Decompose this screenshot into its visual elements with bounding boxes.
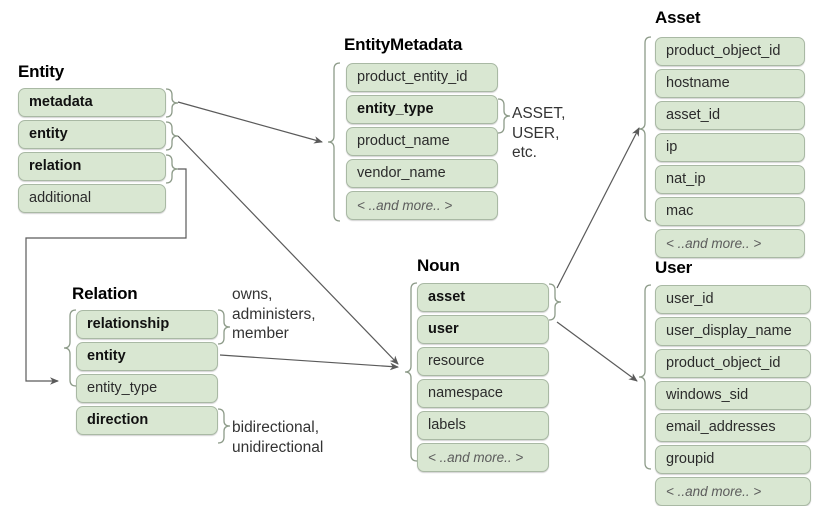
field-user-user-id[interactable]: user_id	[655, 285, 811, 314]
field-asset-asset-id[interactable]: asset_id	[655, 101, 805, 130]
field-entity-relation[interactable]: relation	[18, 152, 166, 181]
field-asset-ip[interactable]: ip	[655, 133, 805, 162]
field-user-email-addresses[interactable]: email_addresses	[655, 413, 811, 442]
field-user-product-object-id[interactable]: product_object_id	[655, 349, 811, 378]
field-user-groupid[interactable]: groupid	[655, 445, 811, 474]
field-user-windows-sid[interactable]: windows_sid	[655, 381, 811, 410]
field-asset-mac[interactable]: mac	[655, 197, 805, 226]
field-asset-product-object-id[interactable]: product_object_id	[655, 37, 805, 66]
annotation-entity-type-values: ASSET, USER, etc.	[512, 105, 566, 161]
field-em-and-more[interactable]: < ..and more.. >	[346, 191, 498, 220]
group-title-entity-metadata: EntityMetadata	[344, 35, 463, 54]
annotation-direction-values: bidirectional, unidirectional	[232, 419, 324, 456]
field-entity-entity[interactable]: entity	[18, 120, 166, 149]
field-noun-user[interactable]: user	[417, 315, 549, 344]
field-relation-entity-type[interactable]: entity_type	[76, 374, 218, 403]
field-em-entity-type[interactable]: entity_type	[346, 95, 498, 124]
group-title-user: User	[655, 258, 693, 277]
field-list-relation: relationship entity entity_type directio…	[76, 310, 218, 435]
field-noun-asset[interactable]: asset	[417, 283, 549, 312]
field-list-user: user_id user_display_name product_object…	[655, 285, 811, 506]
field-noun-and-more[interactable]: < ..and more.. >	[417, 443, 549, 472]
annotation-relationship-values: owns, administers, member	[232, 286, 316, 342]
field-em-vendor-name[interactable]: vendor_name	[346, 159, 498, 188]
group-title-relation: Relation	[72, 284, 138, 303]
field-asset-nat-ip[interactable]: nat_ip	[655, 165, 805, 194]
field-relation-relationship[interactable]: relationship	[76, 310, 218, 339]
field-user-user-display-name[interactable]: user_display_name	[655, 317, 811, 346]
field-list-entity: metadata entity relation additional	[18, 88, 166, 213]
group-title-entity: Entity	[18, 62, 65, 81]
field-noun-labels[interactable]: labels	[417, 411, 549, 440]
field-relation-direction[interactable]: direction	[76, 406, 218, 435]
field-entity-additional[interactable]: additional	[18, 184, 166, 213]
group-title-noun: Noun	[417, 256, 460, 275]
field-noun-namespace[interactable]: namespace	[417, 379, 549, 408]
field-user-and-more[interactable]: < ..and more.. >	[655, 477, 811, 506]
field-entity-metadata[interactable]: metadata	[18, 88, 166, 117]
field-list-asset: product_object_id hostname asset_id ip n…	[655, 37, 805, 258]
field-em-product-name[interactable]: product_name	[346, 127, 498, 156]
field-asset-and-more[interactable]: < ..and more.. >	[655, 229, 805, 258]
group-title-asset: Asset	[655, 8, 701, 27]
field-relation-entity[interactable]: entity	[76, 342, 218, 371]
field-list-noun: asset user resource namespace labels < .…	[417, 283, 549, 472]
field-asset-hostname[interactable]: hostname	[655, 69, 805, 98]
field-em-product-entity-id[interactable]: product_entity_id	[346, 63, 498, 92]
field-noun-resource[interactable]: resource	[417, 347, 549, 376]
field-list-entity-metadata: product_entity_id entity_type product_na…	[346, 63, 498, 220]
